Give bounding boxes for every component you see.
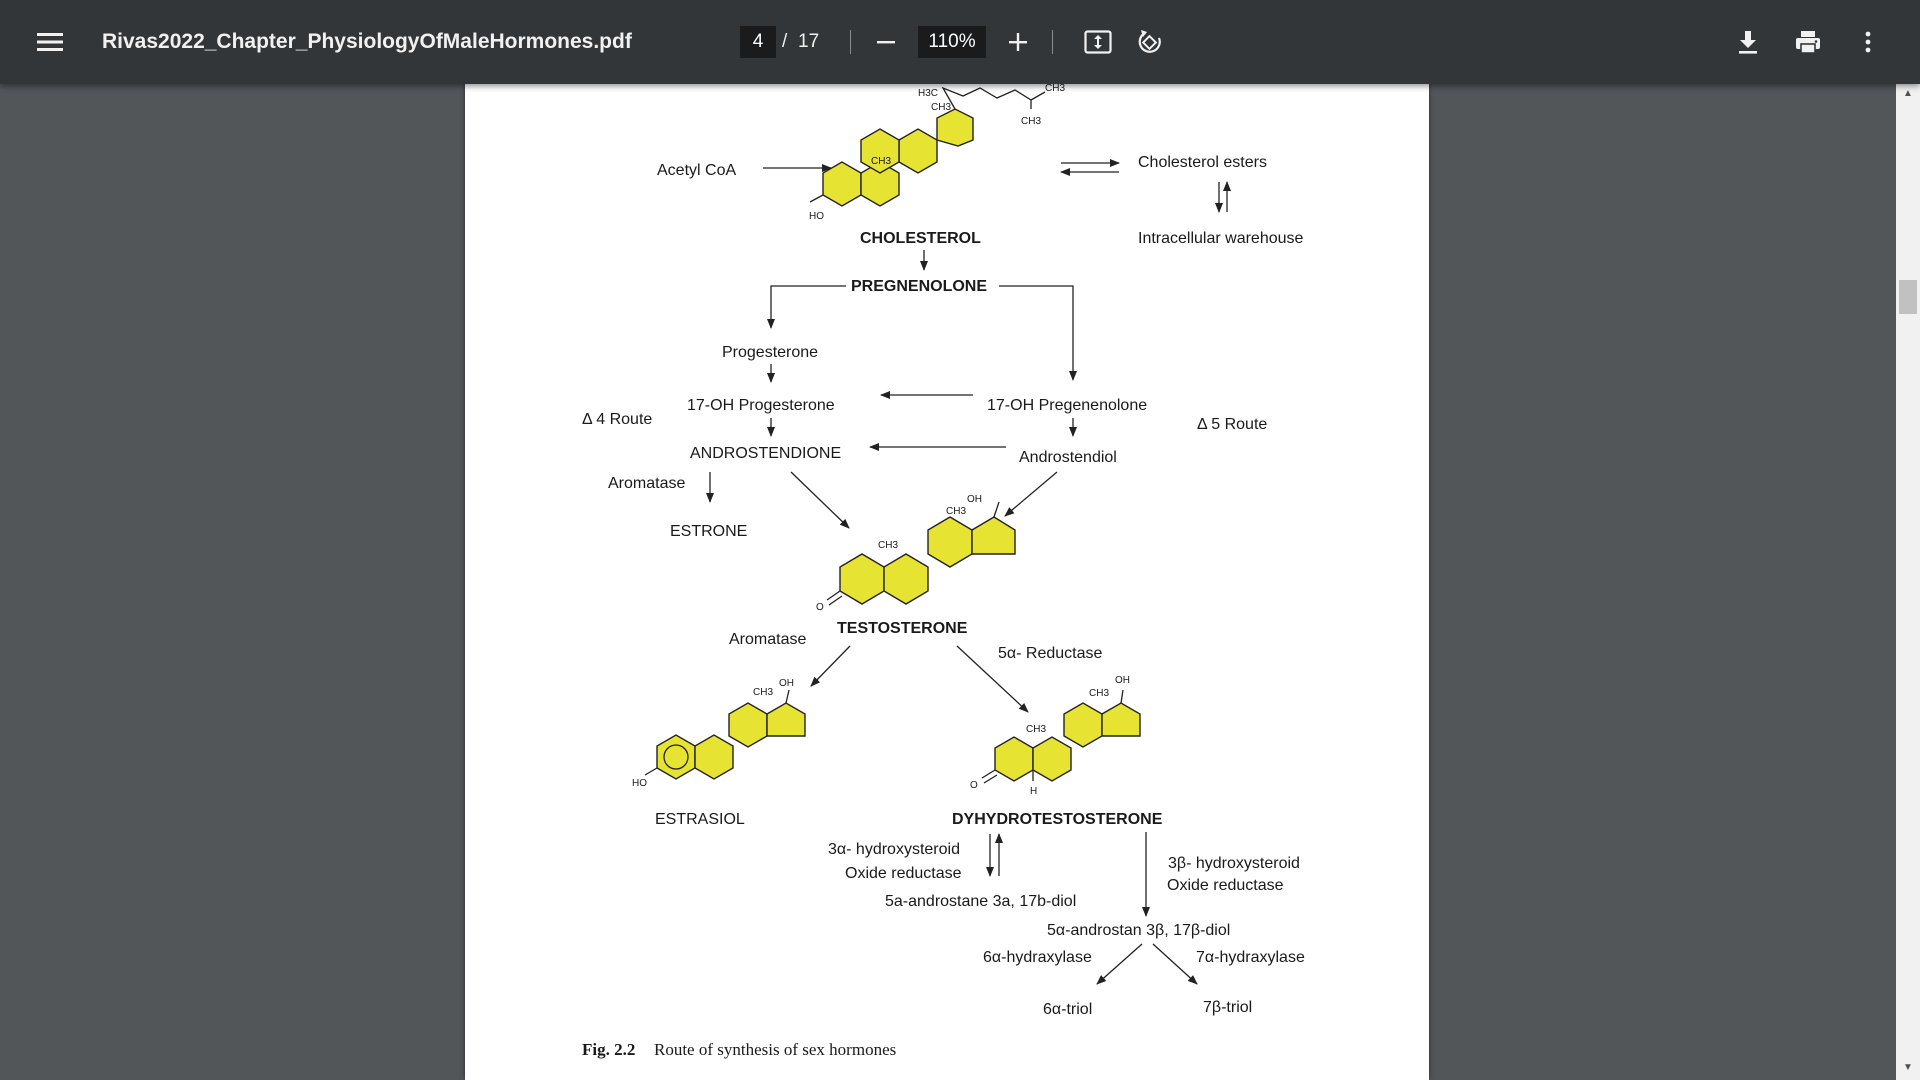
dht-label: DYHYDROTESTOSTERONE bbox=[952, 811, 1163, 828]
delta4-route-label: Δ 4 Route bbox=[582, 411, 652, 428]
triol-7b-label: 7β-triol bbox=[1203, 999, 1252, 1016]
androstendione-label: ANDROSTENDIONE bbox=[690, 445, 841, 462]
vertical-scrollbar[interactable]: ▲ ▼ bbox=[1896, 84, 1920, 1080]
atom-label: H bbox=[1030, 786, 1037, 797]
fit-to-page-button[interactable] bbox=[1078, 22, 1118, 62]
atom-label: O bbox=[970, 780, 978, 791]
hsd3a-label: Oxide reductase bbox=[845, 865, 962, 882]
progesterone-label: Progesterone bbox=[722, 344, 818, 361]
androstane-3a-label: 5a-androstane 3a, 17b-diol bbox=[885, 893, 1076, 910]
testosterone-molecule: O CH3 CH3 OH bbox=[816, 494, 1016, 613]
atom-label: CH3 bbox=[1026, 724, 1046, 735]
intracellular-warehouse-label: Intracellular warehouse bbox=[1138, 230, 1304, 247]
dht-molecule: O H CH3 CH3 OH bbox=[970, 675, 1141, 797]
atom-label: CH3 bbox=[1045, 84, 1065, 94]
atom-label: O bbox=[816, 602, 824, 613]
hamburger-menu-icon[interactable] bbox=[30, 22, 70, 62]
cholesterol-label: CHOLESTEROL bbox=[860, 230, 981, 247]
pdf-page: H3C CH3 CH3 CH3 CH3 HO Acetyl CoA CHOLES… bbox=[465, 84, 1429, 1080]
more-options-button[interactable] bbox=[1848, 22, 1888, 62]
estradiol-molecule: HO CH3 OH bbox=[632, 678, 806, 789]
delta5-route-label: Δ 5 Route bbox=[1197, 416, 1267, 433]
hsd3b-label: 3β- hydroxysteroid bbox=[1168, 855, 1300, 872]
atom-label: OH bbox=[779, 678, 794, 689]
print-button[interactable] bbox=[1788, 22, 1828, 62]
toolbar-divider bbox=[1052, 30, 1053, 54]
atom-label: CH3 bbox=[871, 156, 891, 167]
zoom-level-input[interactable]: 110% bbox=[918, 26, 986, 58]
fit-to-page-icon bbox=[1084, 30, 1112, 54]
aromatase-label: Aromatase bbox=[729, 631, 806, 648]
hydraxylase-7a-label: 7α-hydraxylase bbox=[1196, 949, 1305, 966]
toolbar-divider bbox=[850, 30, 851, 54]
atom-label: CH3 bbox=[753, 687, 773, 698]
hsd3b-label: Oxide reductase bbox=[1167, 877, 1284, 894]
pregnenolone-label: PREGNENOLONE bbox=[851, 278, 987, 295]
zoom-in-button[interactable] bbox=[998, 22, 1038, 62]
download-icon bbox=[1739, 31, 1757, 54]
atom-label: HO bbox=[632, 778, 647, 789]
rotate-button[interactable] bbox=[1130, 22, 1170, 62]
hsd3a-label: 3α- hydroxysteroid bbox=[828, 841, 960, 858]
androstan-3b-label: 5α-androstan 3β, 17β-diol bbox=[1047, 922, 1230, 939]
atom-label: H3C bbox=[918, 88, 938, 99]
oh17-progesterone-label: 17-OH Progesterone bbox=[687, 397, 835, 414]
cholesterol-esters-label: Cholesterol esters bbox=[1138, 154, 1267, 171]
scroll-up-arrow-icon[interactable]: ▲ bbox=[1903, 88, 1913, 99]
rotate-icon bbox=[1138, 30, 1161, 53]
oh17-pregnenolone-label: 17-OH Pregenenolone bbox=[987, 397, 1147, 414]
page-total: 17 bbox=[798, 31, 820, 52]
download-button[interactable] bbox=[1728, 22, 1768, 62]
scrollbar-thumb[interactable] bbox=[1899, 280, 1917, 314]
cholesterol-molecule: H3C CH3 CH3 CH3 CH3 HO bbox=[809, 84, 1065, 222]
more-vertical-icon bbox=[1865, 31, 1871, 53]
print-icon bbox=[1796, 31, 1820, 54]
hormone-synthesis-figure: H3C CH3 CH3 CH3 CH3 HO Acetyl CoA CHOLES… bbox=[582, 84, 1305, 1018]
scroll-down-arrow-icon[interactable]: ▼ bbox=[1903, 1062, 1913, 1073]
androstendiol-label: Androstendiol bbox=[1019, 449, 1117, 466]
figure-caption-text: Route of synthesis of sex hormones bbox=[654, 1040, 897, 1059]
page-separator: / bbox=[782, 31, 788, 52]
plus-icon bbox=[1009, 33, 1027, 51]
atom-label: OH bbox=[967, 494, 982, 505]
hydraxylase-6a-label: 6α-hydraxylase bbox=[983, 949, 1092, 966]
atom-label: CH3 bbox=[946, 506, 966, 517]
atom-label: CH3 bbox=[878, 540, 898, 551]
estrone-label: ESTRONE bbox=[670, 523, 747, 540]
zoom-out-button[interactable] bbox=[866, 22, 906, 62]
atom-label: CH3 bbox=[931, 102, 951, 113]
pdf-toolbar: Rivas2022_Chapter_PhysiologyOfMaleHormon… bbox=[0, 0, 1920, 84]
atom-label: CH3 bbox=[1021, 116, 1041, 127]
document-title: Rivas2022_Chapter_PhysiologyOfMaleHormon… bbox=[102, 30, 632, 53]
testosterone-label: TESTOSTERONE bbox=[837, 620, 968, 637]
triol-6a-label: 6α-triol bbox=[1043, 1001, 1092, 1018]
atom-label: HO bbox=[809, 211, 824, 222]
minus-icon bbox=[877, 41, 895, 44]
estrasiol-label: ESTRASIOL bbox=[655, 811, 745, 828]
aromatase-label: Aromatase bbox=[608, 475, 685, 492]
acetyl-coa-label: Acetyl CoA bbox=[657, 162, 736, 179]
figure-caption-label: Fig. 2.2 bbox=[582, 1040, 636, 1059]
atom-label: OH bbox=[1115, 675, 1130, 686]
pdf-viewer[interactable]: H3C CH3 CH3 CH3 CH3 HO Acetyl CoA CHOLES… bbox=[0, 84, 1920, 1080]
page-number-input[interactable] bbox=[740, 26, 776, 58]
atom-label: CH3 bbox=[1089, 688, 1109, 699]
reductase-5a-label: 5α- Reductase bbox=[998, 645, 1103, 662]
